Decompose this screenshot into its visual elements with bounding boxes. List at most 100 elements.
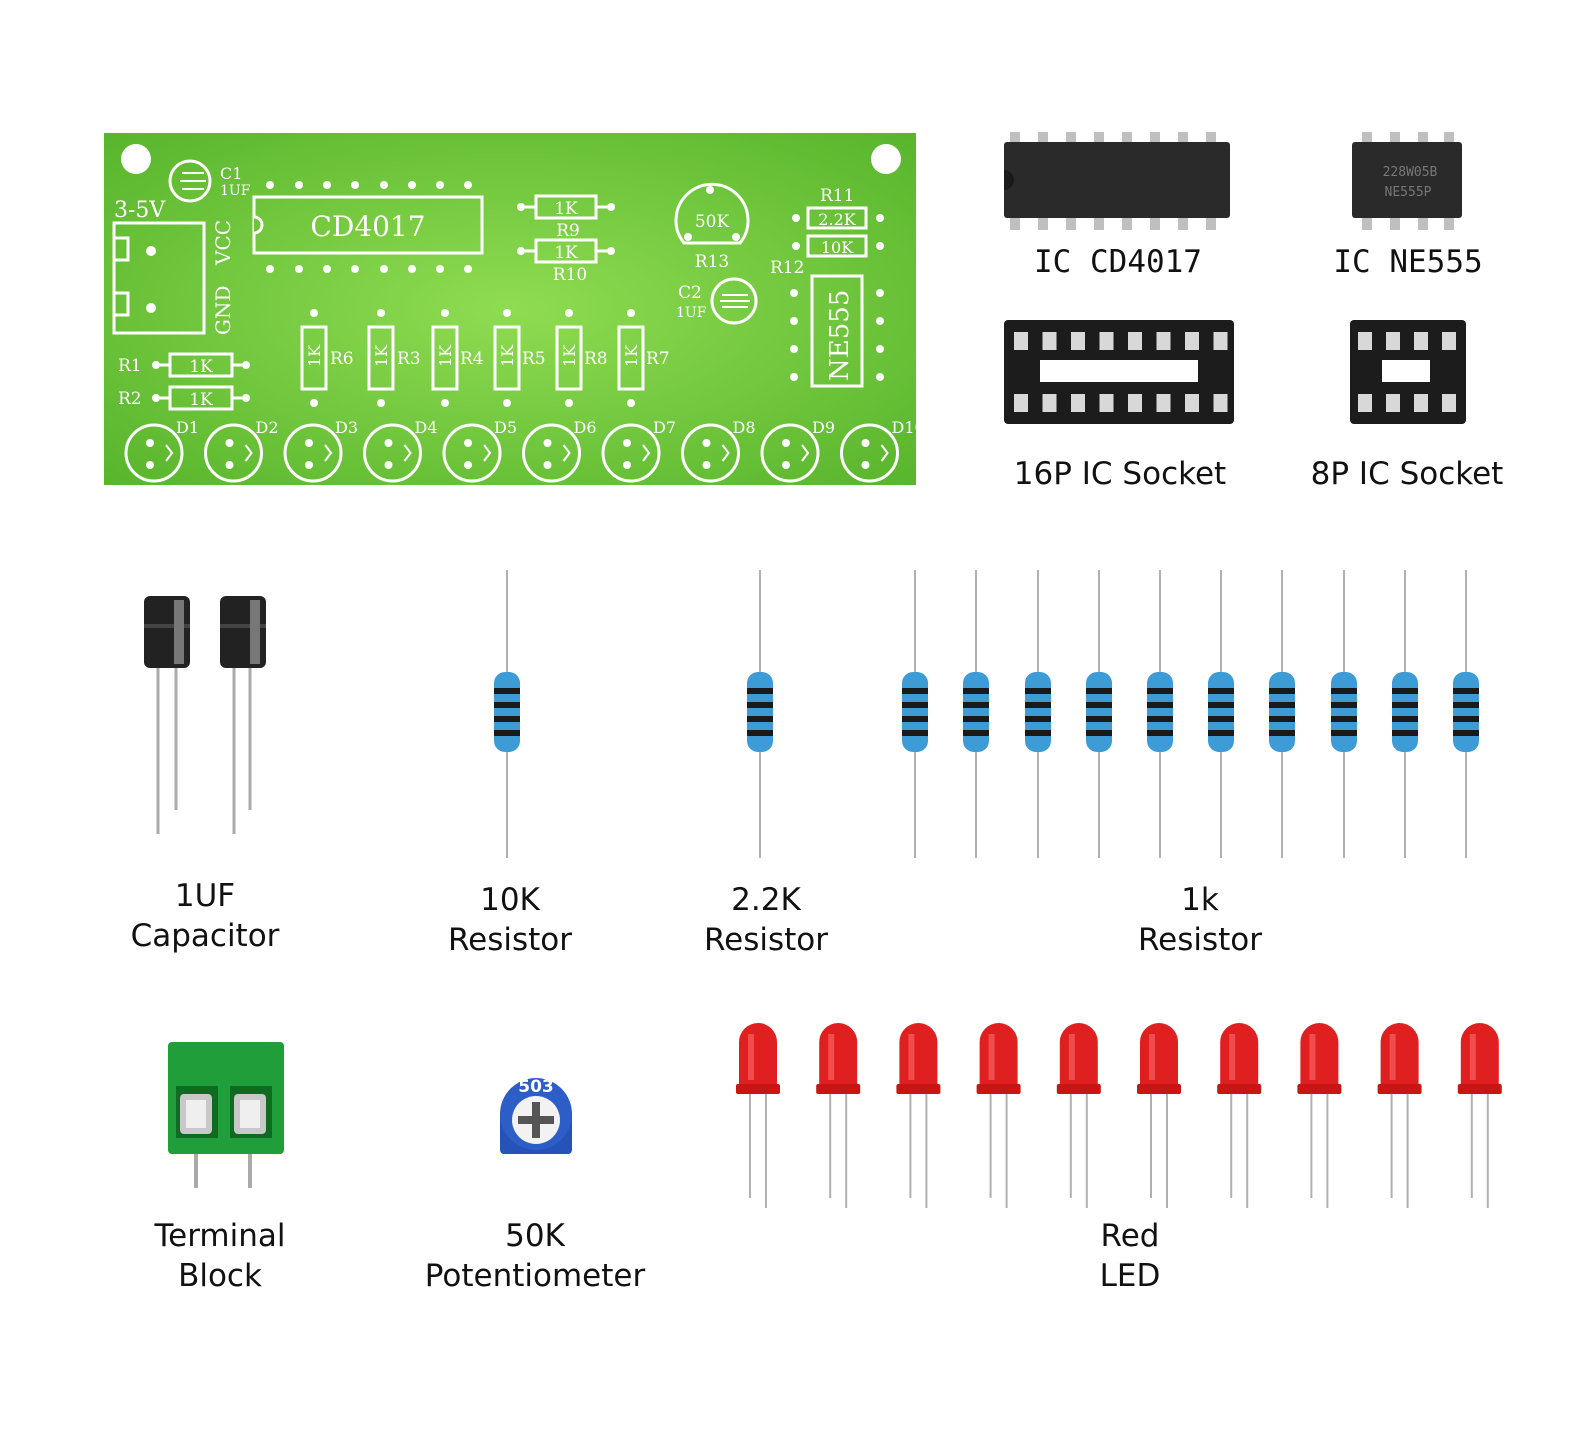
led-label-d7: D7 (653, 418, 676, 437)
c2-footprint (710, 277, 758, 325)
r10-footprint: 1K R10 (517, 238, 615, 285)
red-led-1 (736, 1023, 780, 1208)
resistor-9 (1269, 570, 1295, 858)
label-ic-ne555: IC NE555 (1333, 244, 1483, 280)
r8-footprint: 1K R8 (555, 309, 608, 407)
resistor-4 (963, 570, 989, 858)
r5-value: 1K (498, 344, 517, 367)
r12-value: 10K (821, 238, 854, 257)
ic-ne555-chip: 228W05B NE555P (1352, 132, 1462, 230)
led-footprint-d2: D2 (204, 418, 279, 483)
resistor-3 (902, 570, 928, 858)
terminal-block (168, 1042, 284, 1188)
cd4017-footprint: CD4017 (252, 181, 484, 273)
r5-label: R5 (522, 349, 546, 369)
ne555-footprint: NE555 (790, 274, 884, 388)
r4-value: 1K (436, 344, 455, 367)
led-footprint-d3: D3 (283, 418, 358, 483)
r9-label: R9 (556, 221, 580, 241)
gnd-label: GND (211, 285, 235, 335)
resistor-12 (1453, 570, 1479, 858)
r10-value: 1K (554, 243, 578, 263)
r6-value: 1K (305, 344, 324, 367)
label-ic-cd4017: IC CD4017 (1034, 244, 1202, 280)
led-footprint-d6: D6 (522, 418, 597, 483)
red-led-5 (1056, 1023, 1101, 1208)
r1-label: R1 (118, 356, 142, 376)
led-label-d3: D3 (335, 418, 358, 437)
vcc-label: VCC (211, 220, 235, 266)
led-label-d2: D2 (256, 418, 279, 437)
r11-footprint: 2.2K (792, 206, 884, 230)
resistor-10 (1331, 570, 1357, 858)
r7-label: R7 (646, 349, 670, 369)
resistor-11 (1392, 570, 1418, 858)
led-label-d10: D10 (892, 418, 917, 437)
resistors (494, 570, 1479, 858)
r4-label: R4 (460, 349, 484, 369)
pot-mark: 503 (518, 1077, 554, 1097)
socket-8p (1350, 320, 1466, 424)
r11-value: 2.2K (818, 210, 856, 229)
resistor-6 (1086, 570, 1112, 858)
label-socket-16p: 16P IC Socket (1013, 456, 1227, 492)
r7-value: 1K (622, 344, 641, 367)
red-led-9 (1377, 1023, 1422, 1208)
led-label-d9: D9 (812, 418, 835, 437)
r8-label: R8 (584, 349, 608, 369)
red-led-3 (896, 1023, 941, 1208)
capacitors (144, 596, 266, 834)
red-led-2 (816, 1023, 861, 1208)
led-footprint-d5: D5 (442, 418, 517, 483)
resistor-7 (1147, 570, 1173, 858)
r3-footprint: 1K R3 (367, 309, 421, 407)
r4-footprint: 1K R4 (431, 309, 484, 407)
led-footprint-d10: D10 (840, 418, 917, 483)
r2-footprint: 1K (152, 385, 250, 411)
r6-label: R6 (330, 349, 354, 369)
led-footprints: D1 D2 D3 D4 D5 D6 D7 D8 D9 D10 (124, 418, 917, 483)
led-label-d6: D6 (574, 418, 597, 437)
r1-footprint: 1K (152, 352, 250, 378)
label-socket-8p: 8P IC Socket (1310, 456, 1504, 492)
red-led-4 (976, 1023, 1021, 1208)
r9-value: 1K (554, 199, 578, 219)
r13-footprint: 50K R13 (674, 182, 750, 272)
r5-footprint: 1K R5 (493, 309, 546, 407)
r2-label: R2 (118, 389, 142, 409)
c1-footprint: C1 1UF (168, 159, 251, 203)
r6-footprint: 1K R6 (300, 309, 354, 407)
resistor-1 (494, 570, 520, 858)
terminal-footprint (112, 221, 206, 335)
red-led-10 (1457, 1023, 1502, 1208)
red-led-6 (1137, 1023, 1181, 1208)
socket-16p (1004, 320, 1234, 424)
potentiometer: 503 (500, 1077, 572, 1154)
c2-value: 1UF (676, 305, 707, 321)
r2-value: 1K (189, 390, 213, 410)
led-label-d5: D5 (494, 418, 517, 437)
r7-footprint: 1K R7 (617, 309, 670, 407)
ne555-mark-1: 228W05B (1383, 165, 1438, 180)
resistor-8 (1208, 570, 1234, 858)
led-label-d1: D1 (176, 418, 199, 437)
c2-label: C2 (678, 283, 702, 303)
ic-cd4017-chip (1004, 132, 1230, 230)
ne555-silk: NE555 (825, 290, 855, 381)
r3-value: 1K (372, 344, 391, 367)
led-footprint-d4: D4 (363, 418, 438, 483)
red-led-8 (1297, 1023, 1342, 1208)
led-label-d8: D8 (733, 418, 756, 437)
r1-value: 1K (189, 357, 213, 377)
r10-label: R10 (553, 265, 587, 285)
pcb-board: C1 1UF 3-5V VCC GND CD4017 1K R9 1K R (104, 133, 916, 485)
led-footprint-d7: D7 (601, 418, 676, 483)
led-label-d4: D4 (415, 418, 438, 437)
